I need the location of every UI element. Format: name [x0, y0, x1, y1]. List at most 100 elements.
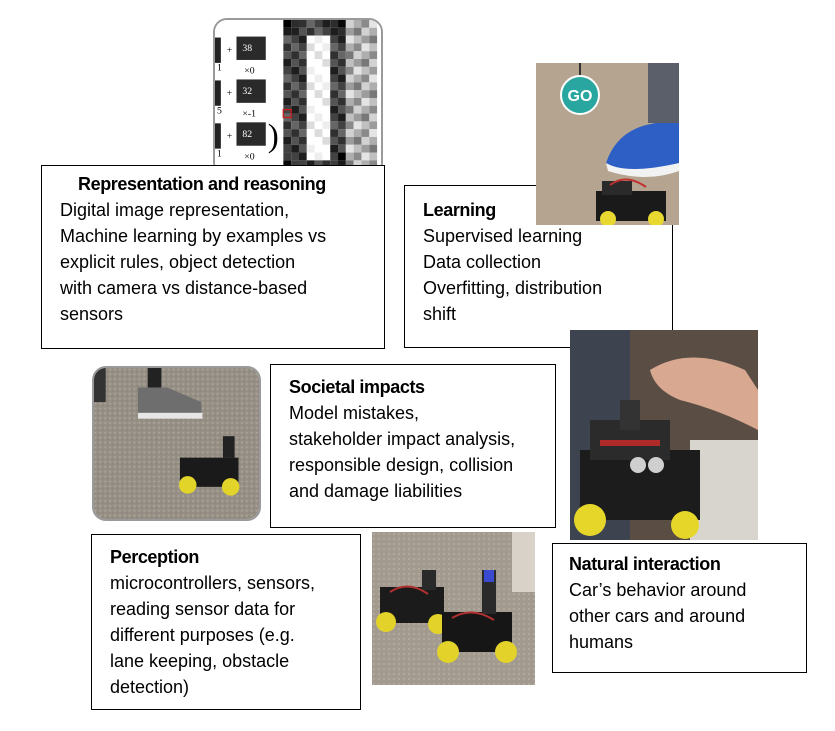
pixel-cell	[306, 144, 315, 153]
pixel-cell	[291, 105, 299, 114]
pixel-cell	[314, 74, 323, 83]
pixel-cell	[353, 97, 362, 106]
two-robots-photo	[372, 532, 535, 685]
multiplier: ×0	[244, 66, 255, 77]
pixel-cell	[361, 152, 370, 161]
pixel-cell	[345, 66, 354, 75]
pixel-cell	[353, 20, 362, 28]
pixel-cell	[298, 27, 307, 36]
pixel-cell	[345, 160, 354, 169]
pixel-cell	[361, 136, 370, 145]
pixel-cell	[338, 105, 346, 114]
pixel-cell	[322, 144, 331, 153]
pixel-cell	[330, 51, 339, 59]
pixel-value: 82	[242, 129, 252, 140]
shoe-robot-photo	[92, 366, 261, 521]
pixel-cell	[330, 121, 339, 130]
societal-impacts-box: Societal impacts Model mistakes, stakeho…	[270, 364, 556, 528]
pixel-cell	[291, 74, 299, 83]
pixel-cell	[345, 97, 354, 106]
pixel-cell	[322, 43, 331, 52]
pixel-cell	[338, 27, 346, 36]
pixel-cell	[306, 35, 315, 44]
pixel-cell	[298, 74, 307, 83]
pixel-cell	[369, 105, 378, 114]
pixel-cell	[361, 90, 370, 98]
pixel-cell	[330, 66, 339, 75]
pixel-value: 32	[242, 86, 252, 97]
pixel-cell	[314, 43, 323, 52]
pixel-cell	[330, 136, 339, 145]
pixel-cell	[291, 82, 299, 91]
pixel-cell	[283, 27, 292, 36]
pixel-cell	[298, 58, 307, 67]
pixel-cell	[298, 129, 307, 137]
pixel-cell	[314, 129, 323, 137]
pixel-cell	[298, 113, 307, 122]
pixel-cell	[361, 51, 370, 59]
pixel-cell	[353, 144, 362, 153]
pixel-cell	[330, 27, 339, 36]
representation-reasoning-box: Representation and reasoning Digital ima…	[41, 165, 385, 349]
pixel-cell	[338, 43, 346, 52]
pixel-cell	[338, 66, 346, 75]
pixel-cell	[283, 129, 292, 137]
pixel-cell	[306, 20, 315, 28]
pixel-cell	[291, 121, 299, 130]
pixel-cell	[338, 90, 346, 98]
learning-body: Supervised learning Data collection Over…	[423, 226, 603, 324]
pixel-cell	[291, 136, 299, 145]
pixel-cell	[330, 97, 339, 106]
pixel-cell	[322, 82, 331, 91]
pixel-cell	[322, 35, 331, 44]
pixel-cell	[291, 97, 299, 106]
pixel-cell	[306, 121, 315, 130]
pixel-cell	[314, 97, 323, 106]
pixel-cell	[314, 152, 323, 161]
pixel-value: 38	[242, 43, 252, 54]
societal-title: Societal impacts	[289, 377, 425, 397]
pixel-cell	[345, 35, 354, 44]
pixel-cell	[283, 152, 292, 161]
pixel-cell	[353, 136, 362, 145]
pixel-cell	[338, 160, 346, 169]
pixel-cell	[345, 121, 354, 130]
pixel-cell	[353, 113, 362, 122]
pixel-cell	[345, 27, 354, 36]
pixel-cell	[345, 113, 354, 122]
pixel-cell	[306, 113, 315, 122]
pixel-cell	[298, 136, 307, 145]
pixel-cell	[353, 121, 362, 130]
pixel-cell	[314, 121, 323, 130]
pixel-cell	[322, 27, 331, 36]
pixel-cell	[306, 51, 315, 59]
left-digit: 5	[217, 106, 222, 117]
pixel-cell	[330, 82, 339, 91]
pixel-cell	[330, 160, 339, 169]
pixel-cell	[314, 113, 323, 122]
pixel-cell	[369, 97, 378, 106]
representation-title: Representation and reasoning	[78, 174, 326, 194]
societal-body: Model mistakes, stakeholder impact analy…	[289, 403, 516, 501]
pixel-cell	[353, 35, 362, 44]
pixel-cell	[361, 20, 370, 28]
pixel-cell	[322, 97, 331, 106]
pixel-cell	[369, 160, 378, 169]
pixel-cell	[330, 35, 339, 44]
pixel-cell	[306, 66, 315, 75]
interaction-title: Natural interaction	[569, 554, 721, 574]
pixel-cell	[314, 58, 323, 67]
pixel-cell	[298, 66, 307, 75]
pixel-cell	[361, 35, 370, 44]
pixel-cell	[306, 160, 315, 169]
pixel-cell	[353, 51, 362, 59]
pixel-cell	[369, 113, 378, 122]
pixel-cell	[353, 129, 362, 137]
pixel-cell	[369, 58, 378, 67]
pixel-cell	[298, 97, 307, 106]
multiplier: ×0	[244, 151, 255, 162]
pixel-cell	[338, 129, 346, 137]
pixel-cell	[298, 152, 307, 161]
pixel-cell	[330, 74, 339, 83]
pixel-cell	[314, 35, 323, 44]
